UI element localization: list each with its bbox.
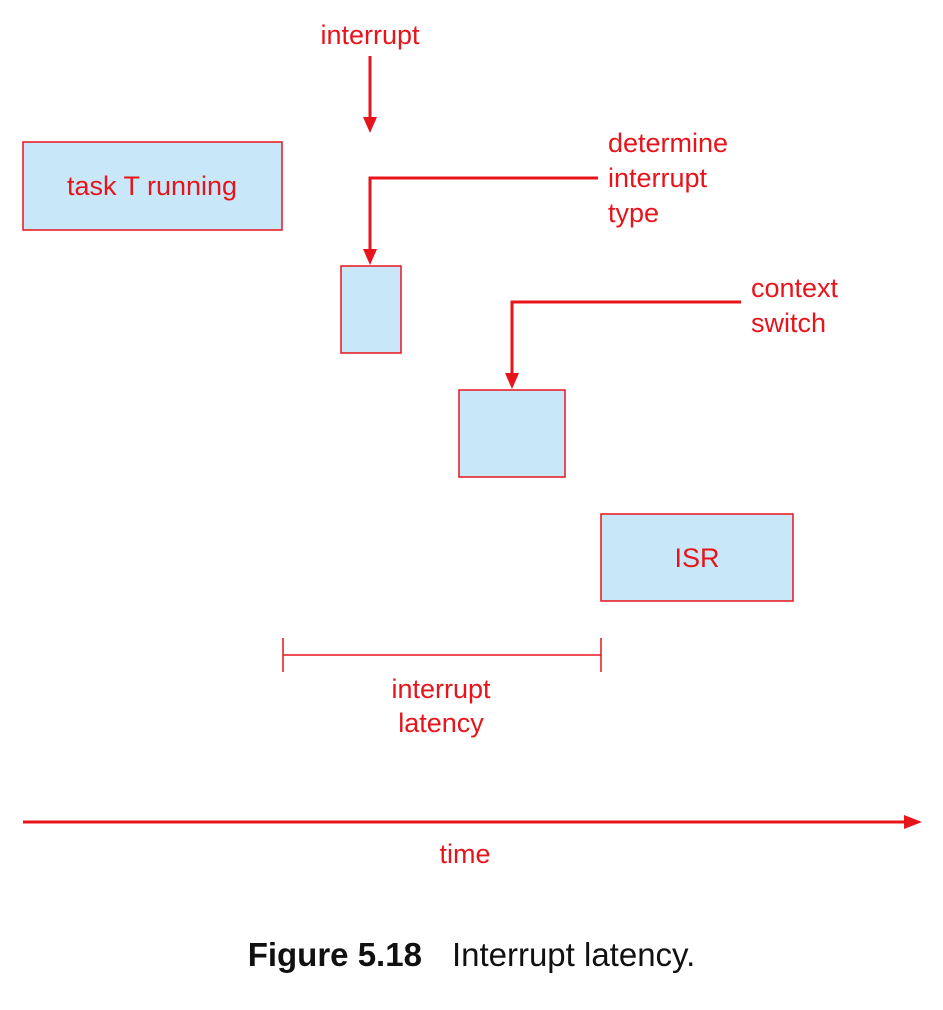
determine-arrow-head <box>363 249 377 265</box>
determine-type-box <box>340 265 402 354</box>
determine-connector <box>368 176 598 252</box>
isr-box <box>600 513 794 602</box>
figure-number: Figure 5.18 <box>247 936 422 973</box>
task-running-label: task T running <box>67 171 237 201</box>
interrupt-arrow-head <box>363 117 377 133</box>
time-axis-label: time <box>439 839 490 869</box>
latency-label-line-2: latency <box>398 708 484 738</box>
time-axis-arrow-head <box>904 815 922 829</box>
task-running-box <box>22 141 283 231</box>
context-switch-box <box>458 389 566 478</box>
interrupt-label: interrupt <box>320 20 420 50</box>
determine-label-line-2: interrupt <box>608 163 708 193</box>
context-label-line-1: context <box>751 273 839 303</box>
latency-label-line-1: interrupt <box>391 674 491 704</box>
context-connector <box>510 300 741 376</box>
context-arrow-head <box>505 373 519 389</box>
figure-caption: Figure 5.18 Interrupt latency. <box>0 936 943 974</box>
figure-title: Interrupt latency. <box>451 936 696 973</box>
determine-label-line-3: type <box>608 198 659 228</box>
determine-label-line-1: determine <box>608 128 728 158</box>
isr-label: ISR <box>674 543 719 573</box>
context-label-line-2: switch <box>751 308 826 338</box>
